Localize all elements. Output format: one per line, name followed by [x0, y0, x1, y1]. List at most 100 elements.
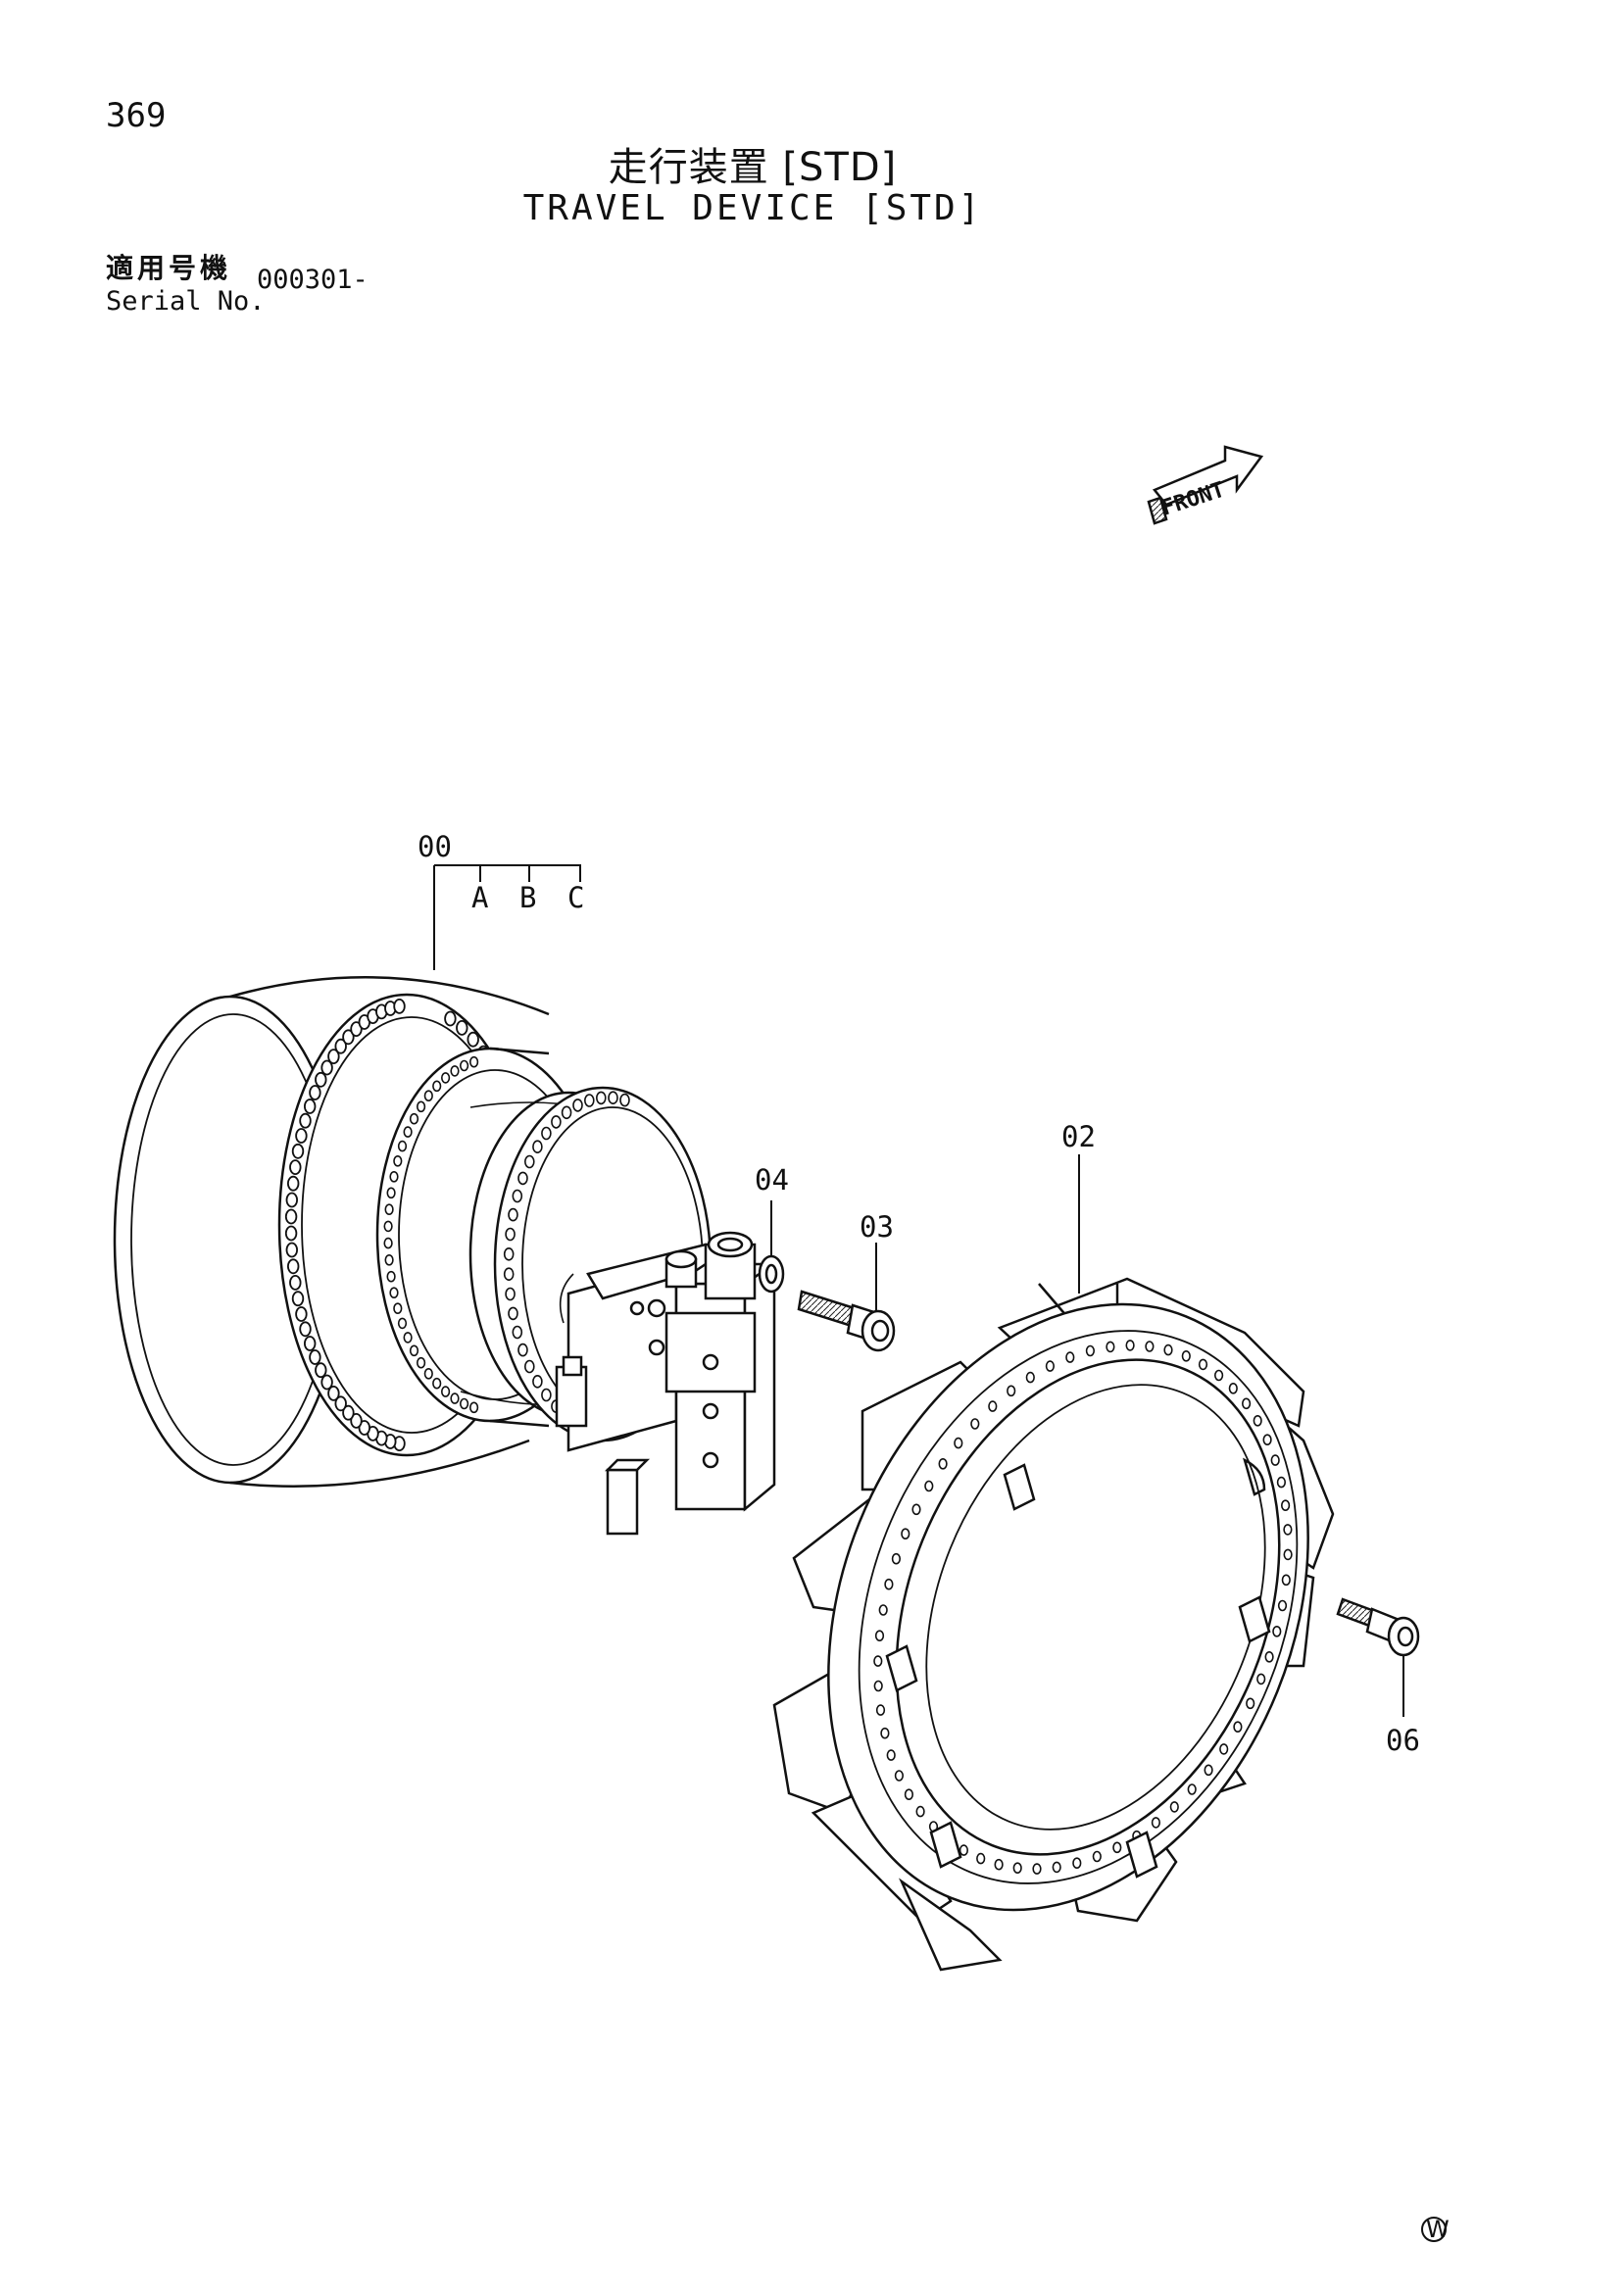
bolt-hole — [299, 1112, 312, 1129]
bolt-hole — [1052, 1861, 1061, 1874]
bolt-hole — [1032, 1863, 1042, 1875]
callout-03: 03 — [860, 1210, 894, 1244]
bolt-hole — [994, 1858, 1004, 1871]
bolt-hole — [299, 1321, 312, 1338]
bolt-hole — [532, 1140, 543, 1153]
bolt-hole — [441, 1386, 451, 1397]
callout-00: 00 — [418, 830, 452, 863]
bolt-hole — [619, 1093, 630, 1107]
bolt-hole — [327, 1386, 340, 1401]
bolt-hole — [1092, 1850, 1102, 1863]
bolt-hole — [503, 1267, 515, 1281]
bolt-hole — [1272, 1626, 1282, 1637]
bolt-hole — [291, 1143, 305, 1159]
bolt-hole — [880, 1727, 890, 1739]
bolt-hole — [904, 1788, 914, 1800]
bolt-hole — [1256, 1673, 1266, 1685]
bolt-hole — [873, 1680, 883, 1692]
bolt-hole — [1270, 1454, 1280, 1466]
bolt-hole — [320, 1059, 333, 1076]
bolt-hole — [289, 1159, 302, 1175]
bolt-hole — [505, 1227, 516, 1242]
leader-lines — [433, 864, 1404, 1717]
bolt-hole — [894, 1770, 905, 1782]
bolt-hole — [924, 1480, 934, 1492]
bolt-hole — [874, 1630, 885, 1641]
bolt-hole — [417, 1100, 426, 1113]
bolt-hole — [1277, 1599, 1288, 1612]
bolt-hole — [1112, 1841, 1122, 1854]
bolt-hole — [309, 1085, 321, 1100]
bolt-hole — [417, 1356, 426, 1369]
bolt-hole — [1012, 1862, 1022, 1874]
bolt-hole — [1264, 1651, 1274, 1663]
bolt-hole — [938, 1458, 948, 1470]
bolt-hole — [285, 1192, 299, 1208]
bolt-hole — [383, 1220, 393, 1233]
bolt-hole — [1169, 1801, 1179, 1813]
bolt-hole — [397, 1140, 408, 1152]
bolt-hole — [915, 1805, 925, 1818]
bolt-hole — [295, 1306, 308, 1322]
bolt-hole — [512, 1189, 523, 1203]
bolt-hole — [1163, 1343, 1173, 1356]
sprocket-02 — [772, 1277, 1335, 1972]
bolt-hole — [1181, 1350, 1191, 1362]
callout-04: 04 — [755, 1163, 789, 1197]
bolt-hole — [1204, 1764, 1213, 1777]
bolt-hole — [291, 1291, 305, 1307]
bolt-hole — [1219, 1743, 1229, 1755]
bolt-hole — [1276, 1476, 1286, 1489]
bolt-hole — [383, 1237, 393, 1249]
bolt-hole — [389, 1171, 399, 1183]
bolt-hole — [988, 1400, 998, 1412]
bolt-hole — [389, 1287, 399, 1298]
bolt-hole — [541, 1388, 552, 1402]
bolt-hole — [954, 1437, 963, 1449]
bolt-hole — [551, 1115, 562, 1129]
callout-c: C — [567, 881, 584, 914]
bolt-hole — [1198, 1358, 1208, 1371]
bolt-hole — [386, 1187, 396, 1199]
bolt-hole — [441, 1072, 451, 1084]
bolt-hole — [284, 1208, 298, 1225]
footer-w-mark-text: W — [1426, 2216, 1450, 2243]
bolt-hole — [1106, 1341, 1115, 1353]
bolt-hole — [423, 1090, 433, 1101]
bolt-hole — [386, 1270, 396, 1283]
bolt-hole — [884, 1578, 894, 1590]
bolt-hole — [512, 1325, 523, 1340]
page-title-english: TRAVEL DEVICE [STD] — [522, 188, 983, 228]
bolt-hole — [1283, 1524, 1293, 1536]
bolt-hole — [444, 1010, 457, 1027]
bolt-hole — [873, 1655, 883, 1667]
bolt-hole — [1045, 1360, 1055, 1372]
bolt-hole — [327, 1049, 340, 1064]
bolt-hole — [976, 1852, 986, 1865]
bolt-hole — [1241, 1397, 1252, 1410]
bolt-hole — [403, 1332, 413, 1343]
page-number: 369 — [106, 96, 167, 135]
bolt-hole — [875, 1704, 886, 1716]
bolt-06 — [1336, 1597, 1420, 1657]
bolt-hole — [467, 1031, 479, 1048]
bolt-hole — [508, 1306, 518, 1321]
bolt-hole — [911, 1503, 921, 1516]
bolt-hole — [334, 1395, 347, 1412]
bolt-hole — [469, 1055, 479, 1068]
bolt-hole — [561, 1105, 572, 1120]
bolt-hole — [970, 1418, 980, 1430]
bolt-hole — [284, 1225, 298, 1242]
bolt-hole — [1007, 1385, 1016, 1397]
front-arrow-icon: FRONT — [1147, 445, 1264, 525]
bolt-hole — [1125, 1340, 1135, 1351]
callout-06: 06 — [1386, 1724, 1420, 1757]
bolt-hole — [1253, 1415, 1262, 1427]
bolt-hole — [572, 1099, 583, 1112]
bolt-hole — [1065, 1351, 1075, 1363]
bolt-hole — [450, 1065, 460, 1077]
bolt-hole — [460, 1397, 469, 1410]
bolt-hole — [393, 1302, 403, 1314]
bolt-hole — [403, 1126, 413, 1138]
bolt-hole — [450, 1392, 460, 1404]
